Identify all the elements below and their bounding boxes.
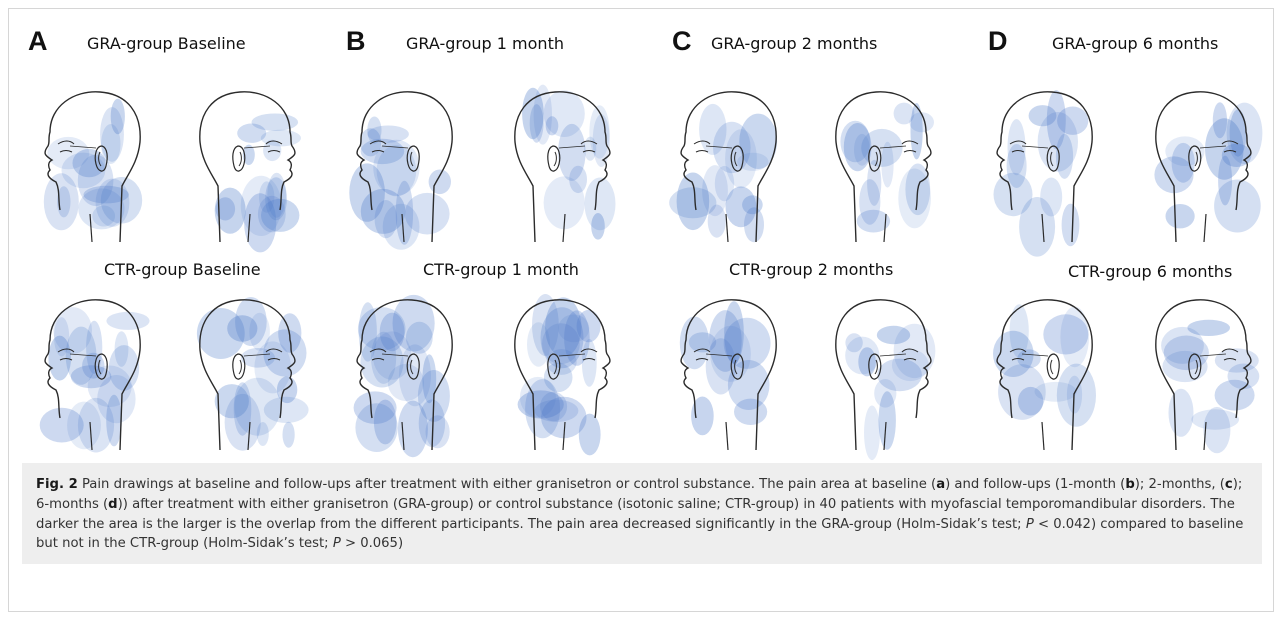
caption-ref-d: d bbox=[108, 497, 117, 512]
caption-text-1: Pain drawings at baseline and follow-ups… bbox=[78, 477, 936, 492]
head-drawing-ctr-2m-right bbox=[826, 290, 946, 450]
pain-areas bbox=[994, 90, 1089, 257]
pain-areas bbox=[993, 304, 1096, 427]
panel-c-top-title: GRA-group 2 months bbox=[711, 34, 877, 53]
head-drawing-gra-baseline-right bbox=[190, 82, 310, 242]
panel-d-top-title: GRA-group 6 months bbox=[1052, 34, 1218, 53]
pain-areas bbox=[40, 307, 150, 452]
head-drawing-gra-1m-right bbox=[505, 82, 625, 242]
head-drawing-gra-6m-right bbox=[1146, 82, 1266, 242]
caption-ref-c: c bbox=[1225, 477, 1233, 492]
caption-ref-a: a bbox=[936, 477, 945, 492]
head-drawing-ctr-1m-right bbox=[505, 290, 625, 450]
panel-letter-c: C bbox=[672, 26, 692, 57]
head-drawing-gra-2m-right bbox=[826, 82, 946, 242]
head-drawing-ctr-6m-right bbox=[1146, 290, 1266, 450]
head-drawing-ctr-baseline-left bbox=[30, 290, 150, 450]
panel-a-top-title: GRA-group Baseline bbox=[87, 34, 246, 53]
panel-d-bottom-title: CTR-group 6 months bbox=[1068, 262, 1232, 281]
head-drawing-ctr-1m-left bbox=[342, 290, 462, 450]
head-drawing-gra-2m-left bbox=[666, 82, 786, 242]
pain-areas bbox=[1154, 102, 1262, 232]
head-drawing-ctr-6m-left bbox=[982, 290, 1102, 450]
caption-text-2: ) and follow-ups (1-month ( bbox=[945, 477, 1125, 492]
head-drawing-ctr-2m-left bbox=[666, 290, 786, 450]
head-drawing-ctr-baseline-right bbox=[190, 290, 310, 450]
pain-areas bbox=[522, 85, 615, 240]
panel-letter-b: B bbox=[346, 26, 366, 57]
pain-areas bbox=[669, 104, 777, 242]
pain-areas bbox=[215, 114, 301, 253]
caption-p-symbol-2: P bbox=[333, 536, 341, 551]
head-drawing-gra-1m-left bbox=[342, 82, 462, 242]
figure-label: Fig. 2 bbox=[36, 477, 78, 492]
pain-areas bbox=[44, 99, 142, 231]
head-drawing-gra-6m-left bbox=[982, 82, 1102, 242]
panel-c-bottom-title: CTR-group 2 months bbox=[729, 260, 893, 279]
caption-p-value-2: > 0.065) bbox=[341, 536, 403, 551]
pain-areas bbox=[518, 294, 601, 455]
panel-b-top-title: GRA-group 1 month bbox=[406, 34, 564, 53]
figure-caption: Fig. 2 Pain drawings at baseline and fol… bbox=[22, 463, 1262, 564]
caption-text-3: ); 2-months, ( bbox=[1135, 477, 1225, 492]
caption-ref-b: b bbox=[1125, 477, 1134, 492]
panel-letter-a: A bbox=[28, 26, 48, 57]
caption-p-symbol-1: P bbox=[1026, 517, 1034, 532]
panel-a-bottom-title: CTR-group Baseline bbox=[104, 260, 261, 279]
head-drawing-gra-baseline-left bbox=[30, 82, 150, 242]
panel-b-bottom-title: CTR-group 1 month bbox=[423, 260, 579, 279]
pain-areas bbox=[845, 324, 935, 460]
panel-letter-d: D bbox=[988, 26, 1008, 57]
